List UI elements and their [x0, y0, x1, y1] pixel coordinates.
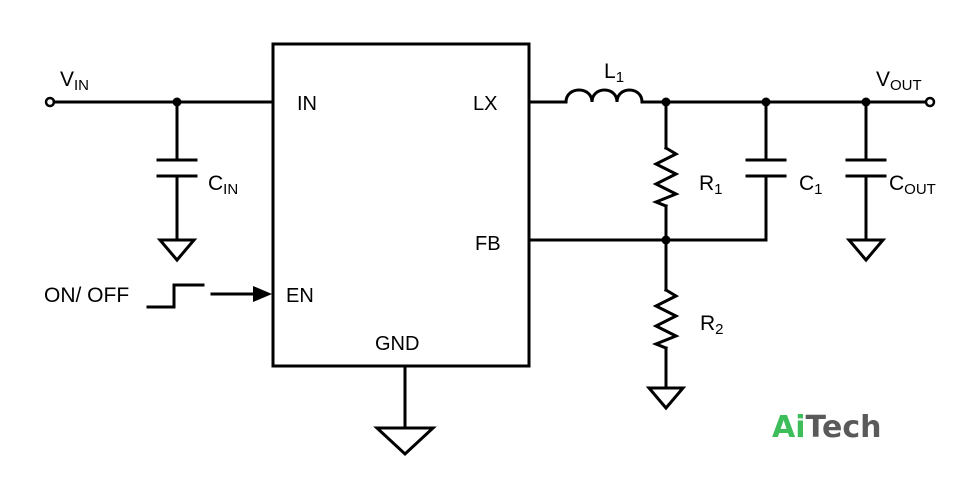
r1-label: R1: [699, 172, 723, 198]
en-arrow-icon: [253, 286, 272, 302]
cin-ground-icon: [156, 238, 198, 263]
pin-in-label: IN: [297, 93, 317, 115]
cin-label: CIN: [208, 172, 238, 198]
vin-label: VIN: [60, 68, 89, 94]
pin-gnd-label: GND: [375, 333, 419, 355]
vout-terminal: [924, 96, 936, 108]
on-off-label: ON/ OFF: [44, 284, 129, 307]
r1-resistor: [651, 100, 680, 242]
l1-label: L1: [604, 60, 624, 86]
cin-capacitor: [156, 100, 198, 242]
c1-capacitor: [745, 100, 787, 242]
vout-label: VOUT: [876, 68, 922, 94]
aitech-logo: AiTech: [772, 410, 881, 445]
cout-capacitor: [845, 100, 887, 242]
cout-ground-icon: [845, 238, 887, 263]
enable-step-icon: [146, 283, 205, 309]
cout-label: COUT: [889, 172, 936, 198]
r2-label: R2: [700, 312, 724, 338]
pin-fb-label: FB: [475, 233, 501, 255]
c1-label: C1: [799, 172, 823, 198]
l1-inductor: [564, 88, 644, 104]
r2-ground-icon: [645, 386, 687, 411]
ic-ground-icon: [373, 426, 437, 457]
pin-en-label: EN: [286, 285, 314, 307]
r2-resistor: [651, 238, 680, 390]
pin-lx-label: LX: [473, 93, 497, 115]
ic-block: [271, 42, 531, 368]
